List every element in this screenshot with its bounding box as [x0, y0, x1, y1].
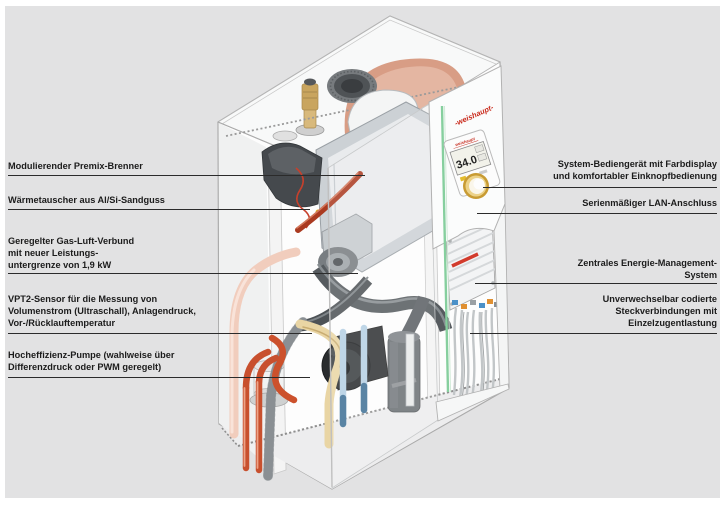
fan	[318, 247, 358, 277]
callout-text: Hocheffizienz-Pumpe (wahlweise über Diff…	[8, 350, 175, 372]
callout-text: System-Bediengerät mit Farbdisplay und k…	[553, 159, 717, 181]
serrated-edge-corner	[221, 427, 239, 447]
callout-text: Serienmäßiger LAN-Anschluss	[582, 198, 717, 208]
callout-steckverbindungen: Unverwechselbar codierte Steckverbindung…	[470, 293, 717, 334]
serrated-edge-bottom	[237, 377, 505, 447]
red-pipe-1	[242, 348, 272, 392]
callout-vpt2-sensor: VPT2-Sensor für die Messung von Volumens…	[8, 293, 312, 334]
callout-bediengeraet: System-Bediengerät mit Farbdisplay und k…	[483, 158, 717, 188]
white-pipe	[405, 333, 415, 407]
air-vent-valve	[272, 78, 325, 142]
callout-heat-exchanger: Wärmetauscher aus Al/Si-Sandguss	[8, 194, 310, 210]
callout-text: Geregelter Gas-Luft-Verbund mit neuer Le…	[8, 236, 135, 270]
flue-collar	[327, 69, 377, 103]
control-knob	[463, 173, 489, 199]
callout-energie-management: Zentrales Energie-Management- System	[475, 257, 717, 284]
ems-red-label	[451, 252, 479, 268]
cream-pipe	[295, 319, 345, 449]
callout-text: Wärmetauscher aus Al/Si-Sandguss	[8, 195, 165, 205]
callout-text: VPT2-Sensor für die Messung von Volumens…	[8, 294, 196, 328]
callout-pump: Hocheffizienz-Pumpe (wahlweise über Diff…	[8, 349, 310, 378]
red-pipe-upper	[295, 171, 363, 233]
pipes	[229, 171, 415, 481]
callout-lan-anschluss: Serienmäßiger LAN-Anschluss	[477, 197, 717, 214]
display-brand-text: weishaupt	[454, 136, 476, 147]
callout-premix-burner: Modulierender Premix-Brenner	[8, 160, 365, 176]
callout-text: Unverwechselbar codierte Steckverbindung…	[602, 294, 717, 328]
green-stripe-highlight	[444, 105, 451, 393]
cables	[452, 307, 496, 401]
serrated-edge-top	[225, 79, 493, 137]
orange-s-pipe	[268, 334, 298, 404]
callout-gas-luft-verbund: Geregelter Gas-Luft-Verbund mit neuer Le…	[8, 235, 358, 274]
green-stripe	[440, 105, 450, 393]
callout-text: Zentrales Energie-Management- System	[577, 258, 717, 280]
pale-salmon-pipe	[229, 247, 301, 439]
callout-text: Modulierender Premix-Brenner	[8, 161, 143, 171]
